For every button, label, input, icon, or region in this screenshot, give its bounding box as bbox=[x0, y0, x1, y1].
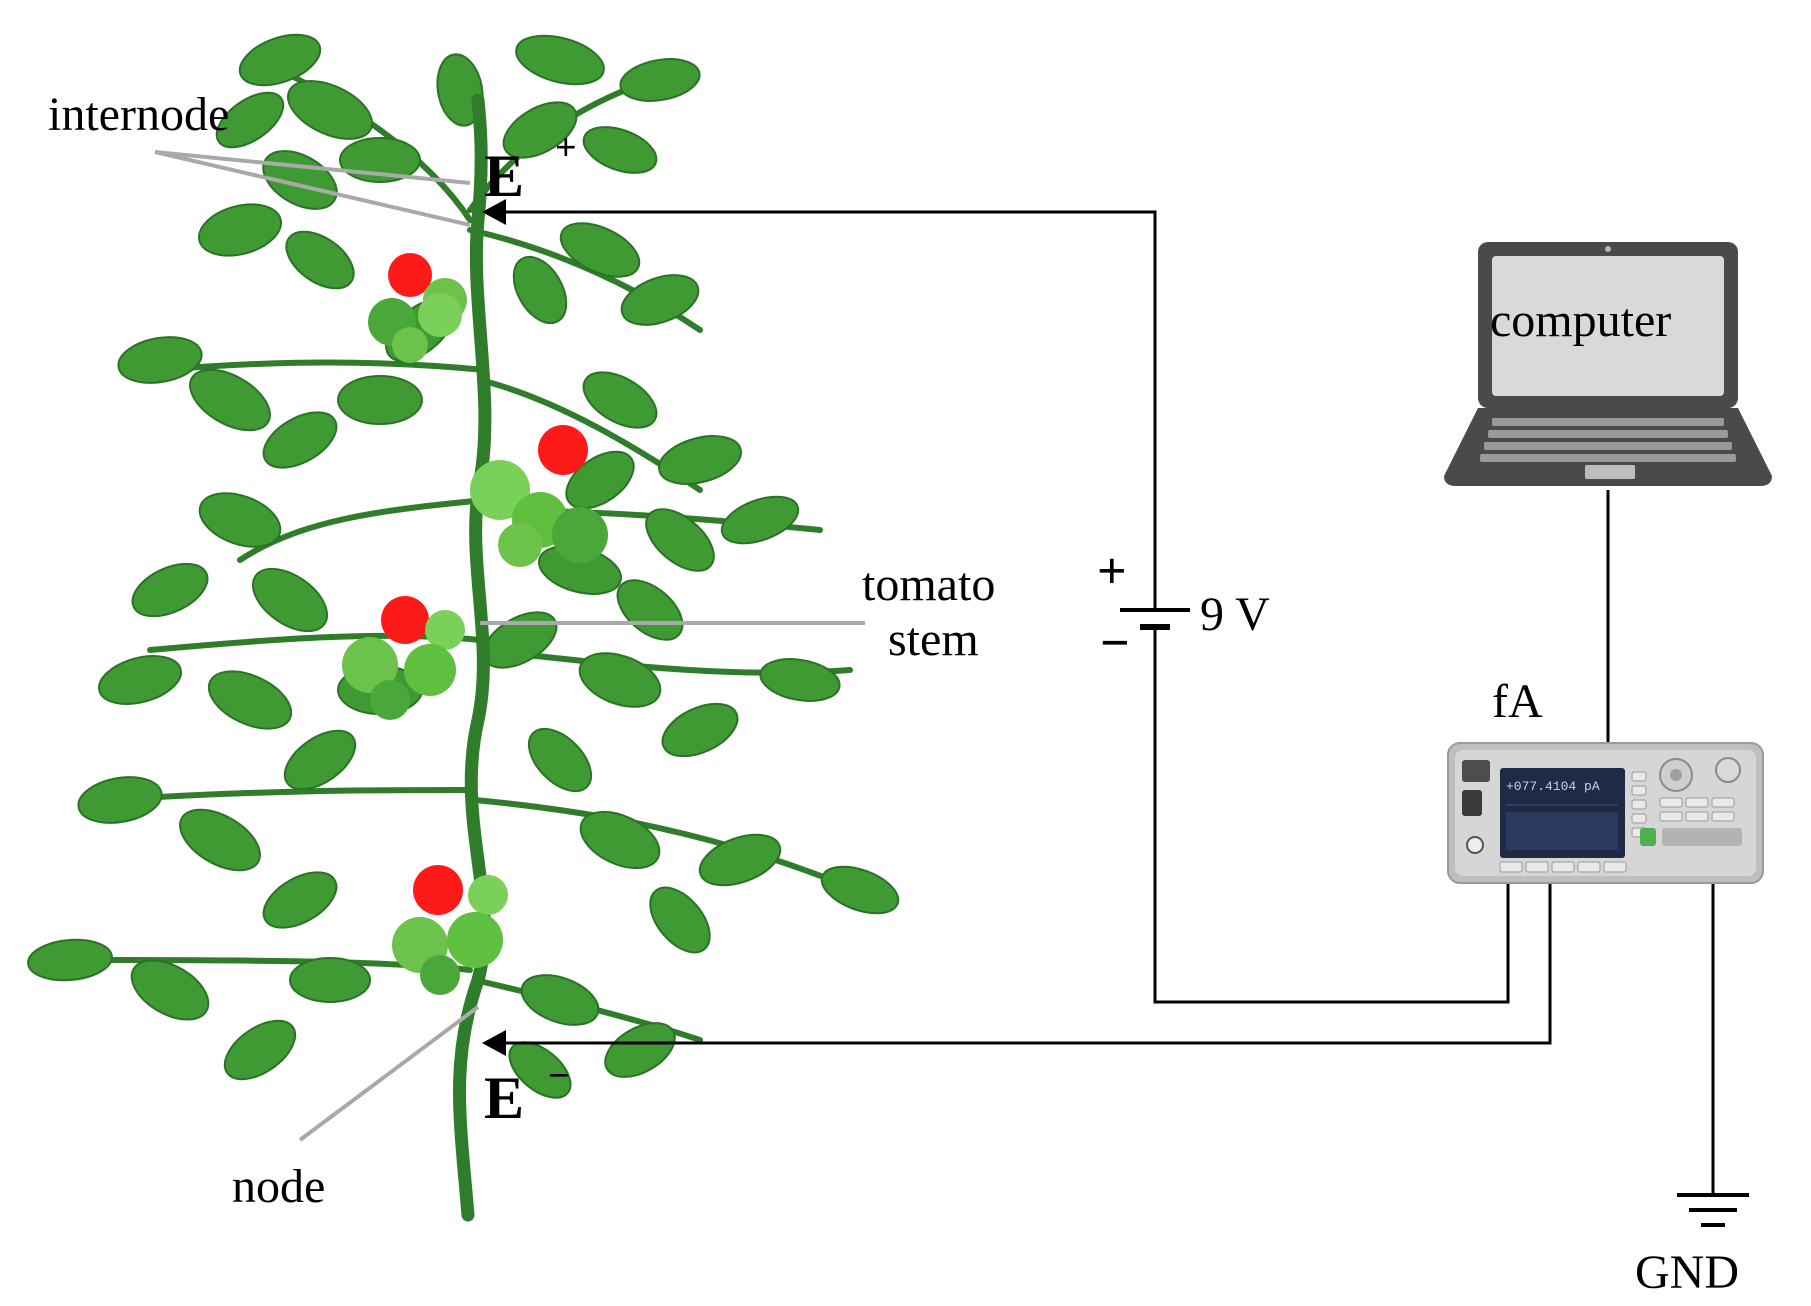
internode-label: internode bbox=[48, 88, 229, 141]
battery-voltage-label: 9 V bbox=[1200, 588, 1270, 641]
laptop-screen bbox=[1492, 256, 1724, 396]
leader-lines bbox=[154, 150, 865, 1142]
meter-usb-port bbox=[1462, 790, 1482, 816]
meter-softkeys bbox=[1499, 861, 1627, 873]
meter-right-keys bbox=[1659, 797, 1735, 822]
meter-rotary-knob bbox=[1715, 757, 1741, 783]
electrode-plus-superscript: + bbox=[555, 127, 577, 169]
wire-battery-to-meter bbox=[1153, 625, 1510, 1004]
circuit-wires bbox=[482, 199, 1715, 1195]
touchpad bbox=[1585, 465, 1635, 479]
battery-minus-label: − bbox=[1100, 615, 1130, 672]
meter-screen-plot bbox=[1506, 812, 1618, 850]
meter-reading: +077.4104 pA bbox=[1506, 779, 1600, 794]
meter-status-led bbox=[1640, 828, 1656, 846]
keyboard-icon bbox=[1480, 418, 1736, 462]
internode-leader-lower bbox=[154, 150, 471, 227]
meter-input-connector bbox=[1662, 828, 1742, 846]
arrow-eplus bbox=[482, 199, 506, 225]
meter-knob bbox=[1466, 836, 1484, 854]
fruit-cluster-2 bbox=[470, 425, 608, 567]
tomato-plant bbox=[27, 33, 900, 1222]
laptop bbox=[1444, 242, 1772, 486]
internode-leader-upper bbox=[154, 150, 471, 185]
meter-nav-center bbox=[1670, 769, 1682, 781]
electrode-minus-superscript: − bbox=[548, 1055, 570, 1097]
electrode-minus-label: E bbox=[484, 1065, 524, 1131]
battery-plus-label: + bbox=[1097, 543, 1127, 600]
meter-power-button bbox=[1462, 760, 1490, 782]
webcam-icon bbox=[1605, 246, 1611, 252]
plant-leaves bbox=[27, 33, 900, 1099]
fruit-cluster-4 bbox=[392, 865, 508, 995]
tomato-stem-label-line1: tomato bbox=[862, 558, 995, 611]
wire-battery-to-eplus bbox=[486, 210, 1157, 590]
fruit-cluster-3 bbox=[342, 596, 465, 720]
tomato-stem-label-line2: stem bbox=[888, 613, 979, 666]
fruit-cluster-1 bbox=[368, 253, 467, 363]
arrow-eminus bbox=[482, 1030, 506, 1056]
node-label: node bbox=[232, 1160, 325, 1213]
main-stem bbox=[453, 93, 492, 1222]
ground-symbol bbox=[1677, 1193, 1749, 1227]
meter-label: fA bbox=[1492, 675, 1543, 728]
computer-label: computer bbox=[1490, 294, 1671, 347]
wire-meter-to-eminus bbox=[486, 882, 1552, 1045]
ground-label: GND bbox=[1635, 1246, 1739, 1299]
femtoammeter: +077.4104 pA bbox=[1447, 742, 1764, 884]
battery-symbol bbox=[1120, 590, 1190, 640]
electrode-plus-label: E bbox=[484, 143, 524, 209]
node-leader bbox=[298, 1005, 480, 1142]
